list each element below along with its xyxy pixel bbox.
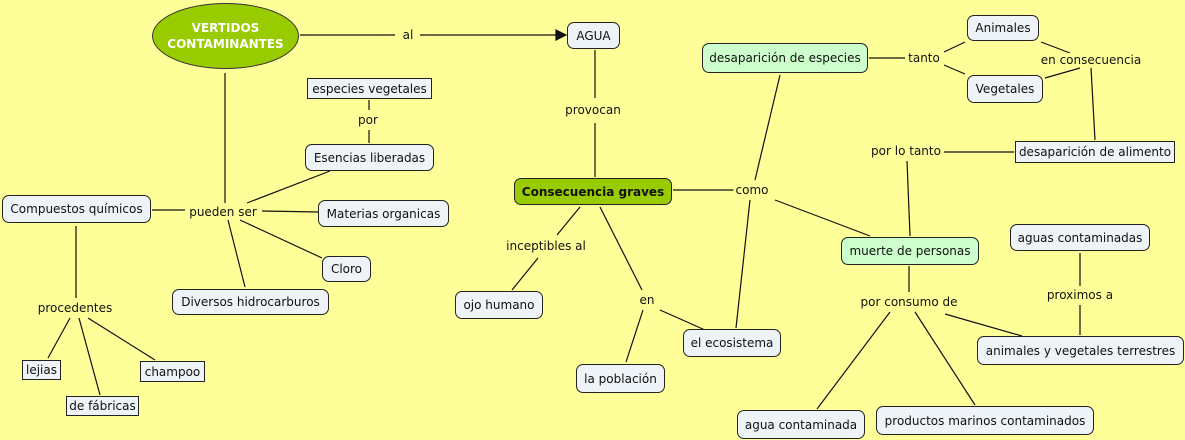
concept-de-fabricas[interactable]: de fábricas	[66, 396, 139, 416]
concept-vegetales[interactable]: Vegetales	[967, 75, 1043, 103]
concept-aguas-contaminadas[interactable]: aguas contaminadas	[1010, 224, 1150, 251]
concept-champoo[interactable]: champoo	[140, 361, 205, 382]
concept-animales[interactable]: Animales	[967, 15, 1039, 41]
concept-el-ecosistema[interactable]: el ecosistema	[683, 329, 781, 357]
link-pueden-ser: pueden ser	[187, 205, 259, 219]
concept-label: CONTAMINANTES	[167, 37, 284, 51]
concept-muerte-personas[interactable]: muerte de personas	[841, 237, 979, 265]
link-por-lo-tanto: por lo tanto	[869, 144, 943, 158]
concept-especies-vegetales[interactable]: especies vegetales	[307, 78, 432, 99]
concept-ojo-humano[interactable]: ojo humano	[455, 291, 543, 319]
link-al: al	[400, 28, 416, 42]
concept-cloro[interactable]: Cloro	[322, 256, 371, 282]
link-como: como	[733, 183, 771, 197]
concept-vertidos-contaminantes[interactable]: VERTIDOS CONTAMINANTES	[152, 3, 299, 69]
concept-desaparicion-especies[interactable]: desaparición de especies	[702, 43, 868, 73]
concept-esencias-liberadas[interactable]: Esencias liberadas	[305, 144, 434, 171]
link-proximos-a: proximos a	[1044, 288, 1116, 302]
concept-animales-vegetales-terrestres[interactable]: animales y vegetales terrestres	[977, 336, 1184, 365]
concept-materias-organicas[interactable]: Materias organicas	[318, 200, 449, 227]
concept-lejias[interactable]: lejias	[22, 360, 61, 380]
concept-consecuencia-graves[interactable]: Consecuencia graves	[514, 178, 672, 205]
link-en: en	[637, 293, 657, 307]
concept-compuestos-quimicos[interactable]: Compuestos químicos	[2, 195, 151, 223]
link-por-consumo-de: por consumo de	[858, 295, 960, 309]
concept-desaparicion-alimento[interactable]: desaparición de alimento	[1015, 141, 1175, 163]
link-inceptibles-al: inceptibles al	[504, 239, 588, 253]
link-provocan: provocan	[563, 103, 623, 117]
link-procedentes: procedentes	[35, 301, 115, 315]
concept-agua-contaminada[interactable]: agua contaminada	[737, 410, 865, 439]
concept-label: VERTIDOS	[191, 21, 260, 35]
link-tanto: tanto	[906, 51, 942, 65]
concept-agua[interactable]: AGUA	[567, 22, 620, 49]
concept-diversos-hidrocarburos[interactable]: Diversos hidrocarburos	[172, 289, 329, 315]
concept-la-poblacion[interactable]: la población	[576, 364, 665, 393]
concept-productos-marinos[interactable]: productos marinos contaminados	[876, 406, 1094, 435]
link-por: por	[356, 113, 380, 127]
link-en-consecuencia: en consecuencia	[1038, 53, 1144, 67]
